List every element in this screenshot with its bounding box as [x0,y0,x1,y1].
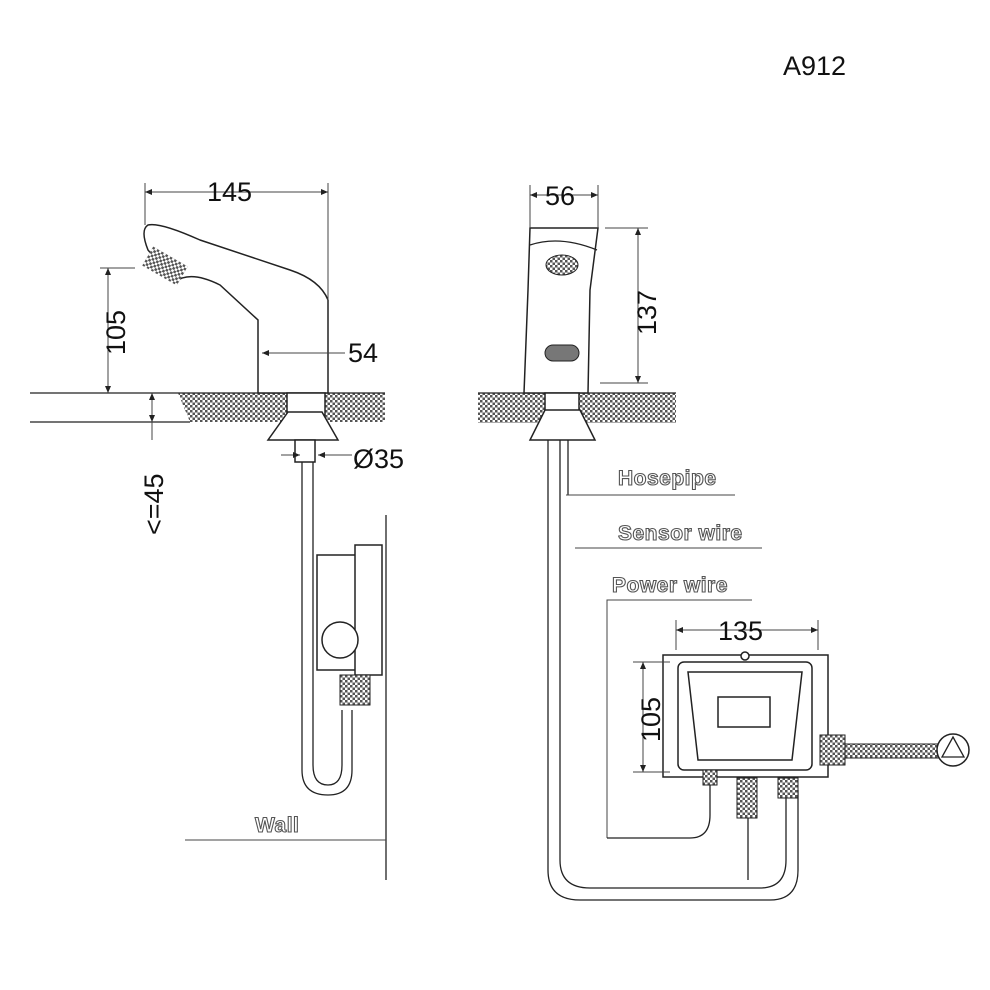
control-box [662,651,970,819]
faucet-front [523,227,599,394]
aerator [142,246,188,286]
side-view: 145 105 54 <=45 Ø35 Wall [30,177,404,880]
front-view: 56 137 Hosepipe Sensor wire Power wire [478,181,970,901]
label-wall: Wall [255,814,299,837]
braided-hose [844,743,941,759]
label-hosepipe: Hosepipe [618,467,717,490]
dim-54: 54 [348,338,378,368]
valve-icon [936,733,970,767]
dim-diameter-35: Ø35 [353,444,404,474]
countertop-hatch [178,393,385,422]
faucet-side [143,223,329,394]
label-power-wire: Power wire [612,574,728,597]
dim-135: 135 [718,616,763,646]
dim-137: 137 [632,290,662,335]
dim-105-box: 105 [636,697,666,742]
label-sensor-wire: Sensor wire [618,522,743,545]
dim-56: 56 [545,181,575,211]
dim-max-45: <=45 [139,473,169,535]
dim-145: 145 [207,177,252,207]
dim-105-side: 105 [101,310,131,355]
model-number: A912 [783,51,846,81]
